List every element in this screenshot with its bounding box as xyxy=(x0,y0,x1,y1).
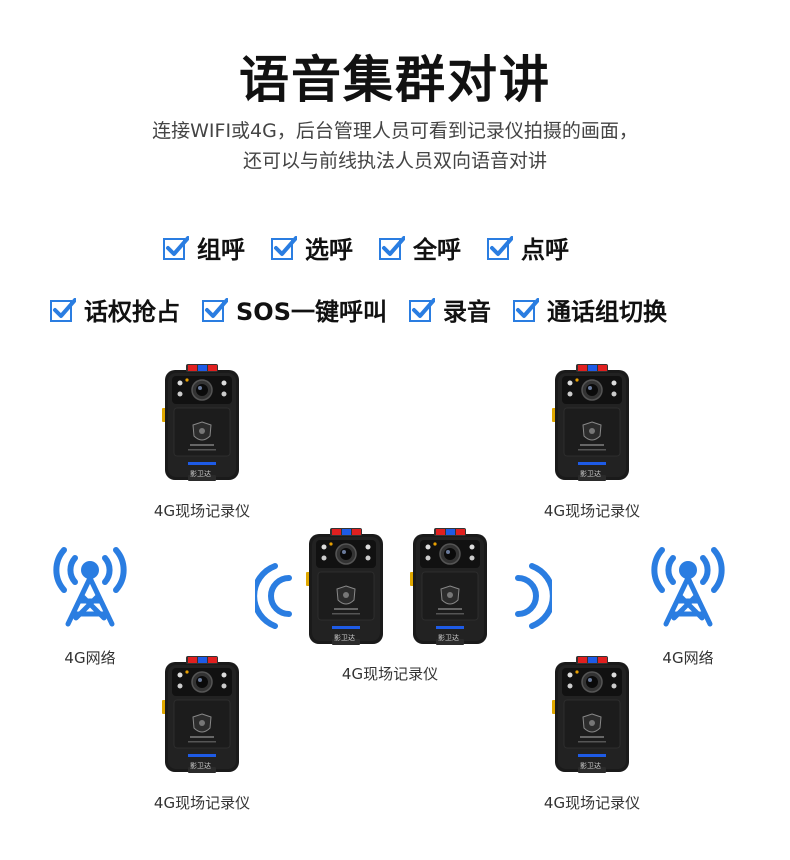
checkbox-checked-icon xyxy=(163,235,189,260)
feature-item: 话权抢占 xyxy=(50,292,180,327)
device-caption: 4G现场记录仪 xyxy=(543,502,641,520)
device-brand-label: 影卫达 xyxy=(580,762,601,770)
device-brand-label: 影卫达 xyxy=(438,634,459,642)
cell-tower-icon xyxy=(42,528,138,628)
feature-row-2: 话权抢占 SOS一键呼叫 录音 通话组切换 xyxy=(50,292,667,327)
device-caption: 4G现场记录仪 xyxy=(543,794,641,812)
device-brand-label: 影卫达 xyxy=(334,634,355,642)
feature-item: 录音 xyxy=(408,292,491,327)
network-caption: 4G网络 xyxy=(64,649,116,667)
feature-label: 通话组切换 xyxy=(546,298,667,326)
feature-label: 点呼 xyxy=(521,236,569,264)
subtitle-line-1: 连接WIFI或4G，后台管理人员可看到记录仪拍摄的画面， xyxy=(152,120,638,142)
network-caption: 4G网络 xyxy=(662,649,714,667)
bodycam-device-image xyxy=(552,364,630,482)
signal-waves-right-icon xyxy=(515,563,552,629)
feature-item: 全呼 xyxy=(379,230,461,265)
feature-label: 全呼 xyxy=(413,236,461,264)
bodycam-device-image xyxy=(162,656,240,774)
checkbox-checked-icon xyxy=(202,297,228,322)
signal-waves-left-icon xyxy=(255,563,292,629)
feature-label: 选呼 xyxy=(305,236,353,264)
bodycam-device-image xyxy=(162,364,240,482)
feature-label: 话权抢占 xyxy=(84,298,180,326)
bodycam-device-image xyxy=(306,528,384,646)
checkbox-checked-icon xyxy=(408,297,435,322)
checkbox-checked-icon xyxy=(512,297,539,322)
feature-item: 点呼 xyxy=(487,230,569,265)
feature-item: 组呼 xyxy=(163,230,245,265)
page-title: 语音集群对讲 xyxy=(239,51,551,109)
device-caption: 4G现场记录仪 xyxy=(153,502,251,520)
checkbox-checked-icon xyxy=(271,235,297,260)
device-caption: 4G现场记录仪 xyxy=(153,794,251,812)
cell-tower-icon xyxy=(640,528,736,628)
checkbox-checked-icon xyxy=(487,235,513,260)
bodycam-device-image xyxy=(552,656,630,774)
bodycam-device-image xyxy=(410,528,488,646)
device-brand-label: 影卫达 xyxy=(580,470,601,478)
feature-item: 通话组切换 xyxy=(512,292,667,327)
checkbox-checked-icon xyxy=(379,235,405,260)
feature-item: 选呼 xyxy=(271,230,353,265)
feature-item: SOS一键呼叫 xyxy=(202,292,387,327)
feature-row-1: 组呼 选呼 全呼 点呼 xyxy=(163,230,569,265)
feature-label: SOS一键呼叫 xyxy=(236,298,387,326)
subtitle-line-2: 还可以与前线执法人员双向语音对讲 xyxy=(242,150,547,172)
device-brand-label: 影卫达 xyxy=(190,470,211,478)
device-caption: 4G现场记录仪 xyxy=(341,665,439,683)
checkbox-checked-icon xyxy=(50,297,76,322)
device-brand-label: 影卫达 xyxy=(190,762,211,770)
feature-label: 组呼 xyxy=(197,236,245,264)
feature-label: 录音 xyxy=(442,298,491,326)
